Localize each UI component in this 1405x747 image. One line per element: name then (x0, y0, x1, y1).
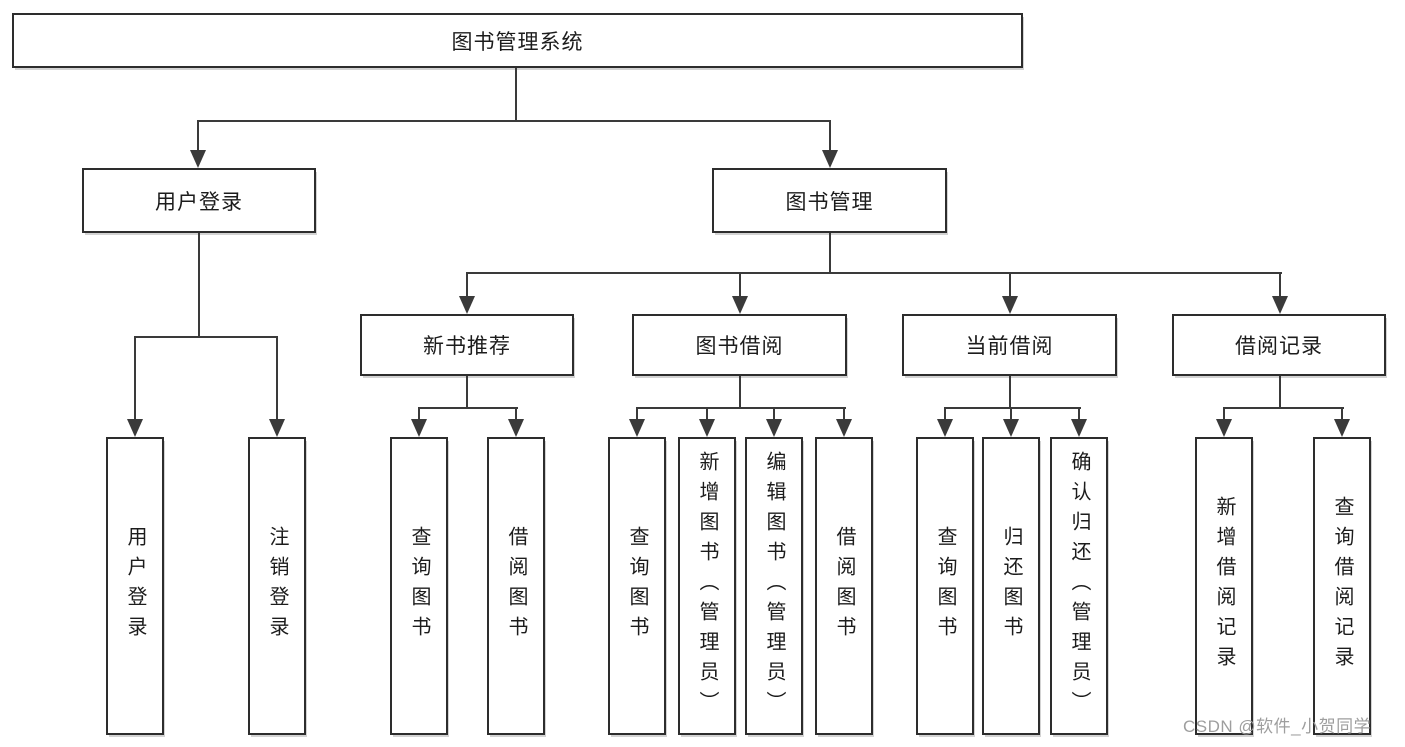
arrow-down-icon (699, 419, 715, 437)
node-root: 图书管理系统 (12, 13, 1023, 68)
arrow-down-icon (508, 419, 524, 437)
connector-line (1223, 407, 1344, 409)
connector-line (134, 336, 136, 421)
node-book-management: 图书管理 (712, 168, 947, 233)
leaf-add-books-admin-label: 新增图书（管理员） (696, 451, 718, 721)
connector-line (1223, 407, 1225, 421)
leaf-return-books-label: 归还图书 (1000, 526, 1022, 646)
leaf-confirm-return-admin: 确认归还（管理员） (1050, 437, 1108, 735)
leaf-logout-label: 注销登录 (266, 526, 288, 646)
leaf-confirm-return-admin-label: 确认归还（管理员） (1068, 451, 1090, 721)
csdn-watermark: CSDN @软件_小贺同学 (1183, 717, 1372, 736)
connector-line (829, 120, 831, 152)
node-book-borrowing: 图书借阅 (632, 314, 847, 376)
arrow-down-icon (1216, 419, 1232, 437)
node-user-login: 用户登录 (82, 168, 316, 233)
connector-line (466, 376, 468, 409)
arrow-down-icon (1002, 296, 1018, 314)
leaf-borrow-books-2-label: 借阅图书 (833, 526, 855, 646)
leaf-borrow-books-1: 借阅图书 (487, 437, 545, 735)
leaf-add-borrow-record-label: 新增借阅记录 (1213, 496, 1235, 676)
connector-line (739, 272, 741, 298)
arrow-down-icon (190, 150, 206, 168)
arrow-down-icon (1272, 296, 1288, 314)
leaf-query-books-2-label: 查询图书 (626, 526, 648, 646)
leaf-user-login: 用户登录 (106, 437, 164, 735)
node-borrowing-records-label: 借阅记录 (1235, 335, 1323, 358)
connector-line (1341, 407, 1343, 421)
connector-line (198, 233, 200, 338)
connector-line (1010, 407, 1012, 421)
connector-line (466, 272, 1282, 274)
connector-line (515, 407, 517, 421)
arrow-down-icon (836, 419, 852, 437)
leaf-query-borrow-record-label: 查询借阅记录 (1331, 496, 1353, 676)
connector-line (134, 336, 278, 338)
arrow-down-icon (629, 419, 645, 437)
node-user-login-label: 用户登录 (155, 190, 243, 214)
arrow-down-icon (269, 419, 285, 437)
node-new-book-recommend-label: 新书推荐 (423, 335, 511, 358)
node-root-label: 图书管理系统 (451, 30, 584, 54)
connector-line (1009, 376, 1011, 409)
connector-line (843, 407, 845, 421)
node-book-borrowing-label: 图书借阅 (695, 335, 784, 358)
arrow-down-icon (127, 419, 143, 437)
leaf-query-books-3-label: 查询图书 (934, 526, 956, 646)
connector-line (1279, 376, 1281, 409)
connector-line (773, 407, 775, 421)
connector-line (466, 272, 468, 298)
leaf-query-books-2: 查询图书 (608, 437, 666, 735)
arrow-down-icon (732, 296, 748, 314)
arrow-down-icon (1071, 419, 1087, 437)
connector-line (1279, 272, 1281, 298)
node-current-borrowing-label: 当前借阅 (965, 335, 1054, 358)
leaf-query-borrow-record: 查询借阅记录 (1313, 437, 1371, 735)
node-new-book-recommend: 新书推荐 (360, 314, 574, 376)
connector-line (636, 407, 846, 409)
connector-line (1078, 407, 1080, 421)
connector-line (515, 68, 517, 122)
arrow-down-icon (1334, 419, 1350, 437)
arrow-down-icon (459, 296, 475, 314)
connector-line (1009, 272, 1011, 298)
leaf-query-books-1-label: 查询图书 (408, 526, 430, 646)
leaf-user-login-label: 用户登录 (124, 526, 146, 646)
arrow-down-icon (411, 419, 427, 437)
node-borrowing-records: 借阅记录 (1172, 314, 1386, 376)
connector-line (418, 407, 420, 421)
leaf-edit-books-admin: 编辑图书（管理员） (745, 437, 803, 735)
leaf-borrow-books-1-label: 借阅图书 (505, 526, 527, 646)
leaf-edit-books-admin-label: 编辑图书（管理员） (763, 451, 785, 721)
node-current-borrowing: 当前借阅 (902, 314, 1117, 376)
connector-line (197, 120, 199, 152)
arrow-down-icon (766, 419, 782, 437)
connector-line (706, 407, 708, 421)
connector-line (829, 233, 831, 274)
leaf-return-books: 归还图书 (982, 437, 1040, 735)
connector-line (739, 376, 741, 409)
leaf-query-books-1: 查询图书 (390, 437, 448, 735)
connector-line (418, 407, 518, 409)
connector-line (276, 336, 278, 421)
connector-line (636, 407, 638, 421)
node-book-management-label: 图书管理 (785, 190, 874, 214)
connector-line (944, 407, 946, 421)
leaf-borrow-books-2: 借阅图书 (815, 437, 873, 735)
arrow-down-icon (822, 150, 838, 168)
connector-line (197, 120, 831, 122)
arrow-down-icon (937, 419, 953, 437)
leaf-add-borrow-record: 新增借阅记录 (1195, 437, 1253, 735)
connector-line (944, 407, 1081, 409)
leaf-logout: 注销登录 (248, 437, 306, 735)
leaf-query-books-3: 查询图书 (916, 437, 974, 735)
arrow-down-icon (1003, 419, 1019, 437)
leaf-add-books-admin: 新增图书（管理员） (678, 437, 736, 735)
